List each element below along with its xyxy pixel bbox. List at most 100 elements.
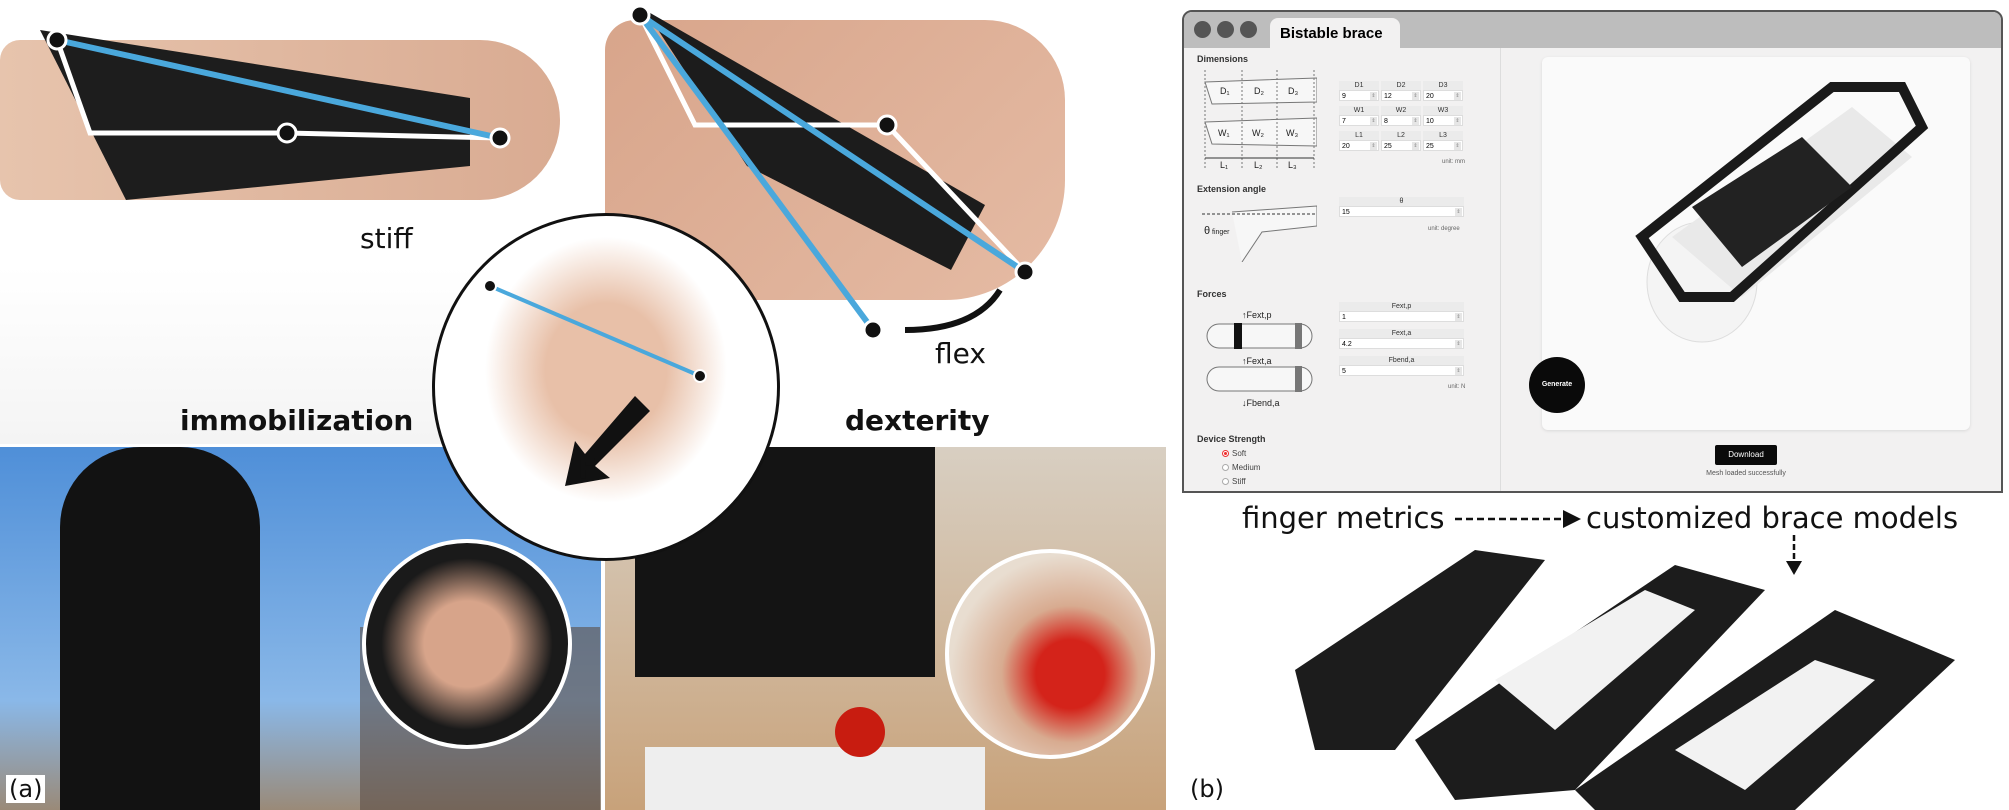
label-flex: flex bbox=[935, 337, 986, 370]
stepper-icon[interactable]: ⇕ bbox=[1412, 117, 1419, 125]
field-value: 20 bbox=[1342, 143, 1350, 150]
label-dexterity: dexterity bbox=[845, 404, 990, 437]
svg-text:↓Fbend,a: ↓Fbend,a bbox=[1242, 398, 1280, 408]
dimensions-unit: unit: mm bbox=[1442, 159, 1466, 165]
force-0-input[interactable]: 1⇕ bbox=[1339, 311, 1464, 322]
stepper-icon[interactable]: ⇕ bbox=[1455, 208, 1462, 216]
radio-label: Stiff bbox=[1232, 477, 1246, 486]
dimensions-heading: Dimensions bbox=[1197, 54, 1249, 64]
radio-label: Medium bbox=[1232, 463, 1261, 472]
field-label: Fbend,a bbox=[1339, 356, 1464, 365]
stepper-icon[interactable]: ⇕ bbox=[1412, 92, 1419, 100]
l3-field: L3 25 ⇕ bbox=[1423, 131, 1463, 151]
radio-medium[interactable]: Medium bbox=[1222, 463, 1260, 472]
force-1-input[interactable]: 4.2 ⇕ bbox=[1339, 338, 1464, 349]
field-label: W1 bbox=[1339, 106, 1379, 115]
svg-text:θ: θ bbox=[1204, 225, 1210, 237]
w3-input[interactable]: 10⇕ bbox=[1423, 115, 1463, 126]
field-value: 5 bbox=[1342, 368, 1346, 375]
generate-button[interactable]: Generate bbox=[1529, 357, 1585, 413]
stepper-icon[interactable]: ⇕ bbox=[1370, 117, 1377, 125]
panel-label-b: (b) bbox=[1190, 775, 1224, 803]
forces-unit: unit: N bbox=[1448, 384, 1466, 390]
field-value: 25 bbox=[1426, 143, 1434, 150]
label-stiff: stiff bbox=[360, 222, 413, 255]
window-minimize-button[interactable] bbox=[1217, 21, 1234, 38]
stepper-icon[interactable]: ⇕ bbox=[1455, 340, 1462, 348]
stepper-icon[interactable]: ⇕ bbox=[1370, 142, 1377, 150]
stepper-icon[interactable]: ⇕ bbox=[1454, 117, 1461, 125]
svg-text:finger: finger bbox=[1212, 229, 1230, 236]
forces-heading: Forces bbox=[1197, 289, 1227, 299]
w1-input[interactable]: 7⇕ bbox=[1339, 115, 1379, 126]
device-strength-heading: Device Strength bbox=[1197, 434, 1266, 444]
panel-label-a: (a) bbox=[6, 775, 46, 803]
photo-printed-braces bbox=[1295, 550, 1955, 810]
field-label: L3 bbox=[1423, 131, 1463, 140]
extension-angle-heading: Extension angle bbox=[1197, 184, 1267, 194]
svg-text:L₃: L₃ bbox=[1288, 160, 1297, 170]
window-close-button[interactable] bbox=[1194, 21, 1211, 38]
stepper-icon[interactable]: ⇕ bbox=[1370, 92, 1377, 100]
field-value: 4.2 bbox=[1342, 341, 1352, 348]
l1-input[interactable]: 20 ⇕ bbox=[1339, 140, 1379, 151]
window-maximize-button[interactable] bbox=[1240, 21, 1257, 38]
d2-input[interactable]: 12 ⇕ bbox=[1381, 90, 1421, 101]
field-label: D2 bbox=[1381, 81, 1421, 90]
l1-field: L1 20 ⇕ bbox=[1339, 131, 1379, 151]
svg-text:D₁: D₁ bbox=[1220, 86, 1230, 96]
field-label: W3 bbox=[1423, 106, 1463, 115]
svg-text:W₂: W₂ bbox=[1252, 128, 1264, 138]
radio-soft[interactable]: Soft bbox=[1222, 449, 1246, 458]
svg-text:L₂: L₂ bbox=[1254, 160, 1263, 170]
stepper-icon[interactable]: ⇕ bbox=[1412, 142, 1419, 150]
radio-button-icon[interactable] bbox=[1222, 478, 1229, 485]
force-2-input[interactable]: 5⇕ bbox=[1339, 365, 1464, 376]
svg-text:L₁: L₁ bbox=[1220, 160, 1228, 170]
title-bar: Bistable brace bbox=[1184, 12, 2001, 48]
stepper-icon[interactable]: ⇕ bbox=[1455, 367, 1462, 375]
l2-input[interactable]: 25⇕ bbox=[1381, 140, 1421, 151]
model-viewer[interactable]: Generate bbox=[1529, 57, 1970, 430]
radio-button-icon[interactable] bbox=[1222, 464, 1229, 471]
field-label: L1 bbox=[1339, 131, 1379, 140]
field-value: 12 bbox=[1384, 93, 1392, 100]
d1-input[interactable]: 9⇕ bbox=[1339, 90, 1379, 101]
radio-stiff[interactable]: Stiff bbox=[1222, 477, 1246, 486]
svg-text:W₃: W₃ bbox=[1286, 128, 1298, 138]
l3-input[interactable]: 25 ⇕ bbox=[1423, 140, 1463, 151]
photo-stiff-brace bbox=[0, 0, 601, 444]
arrow-down-icon bbox=[1786, 535, 1802, 575]
field-label: Fext,a bbox=[1339, 329, 1464, 338]
w2-input[interactable]: 8⇕ bbox=[1381, 115, 1421, 126]
stepper-icon[interactable]: ⇕ bbox=[1454, 92, 1461, 100]
tab-bistable-brace[interactable]: Bistable brace bbox=[1270, 18, 1400, 48]
d3-input[interactable]: 20 ⇕ bbox=[1423, 90, 1463, 101]
photo-flex-brace bbox=[605, 0, 1166, 444]
stepper-icon[interactable]: ⇕ bbox=[1455, 313, 1462, 321]
field-value: 8 bbox=[1384, 118, 1388, 125]
field-value: 9 bbox=[1342, 93, 1346, 100]
field-value: 20 bbox=[1426, 93, 1434, 100]
field-value: 1 bbox=[1342, 314, 1346, 321]
photo-cutting bbox=[605, 447, 1166, 810]
radio-label: Soft bbox=[1232, 449, 1247, 458]
theta-input[interactable]: 15⇕ bbox=[1339, 206, 1464, 217]
field-label: L2 bbox=[1381, 131, 1421, 140]
stepper-icon[interactable]: ⇕ bbox=[1454, 142, 1461, 150]
svg-text:D₂: D₂ bbox=[1254, 86, 1264, 96]
field-label: D1 bbox=[1339, 81, 1379, 90]
download-button[interactable]: Download bbox=[1715, 445, 1777, 465]
label-immobilization: immobilization bbox=[180, 404, 414, 437]
label-force: F bbox=[578, 452, 598, 485]
radio-button-icon[interactable] bbox=[1222, 450, 1229, 457]
extension-unit: unit: degree bbox=[1428, 226, 1460, 232]
theta-field: θ 15⇕ bbox=[1339, 197, 1464, 217]
